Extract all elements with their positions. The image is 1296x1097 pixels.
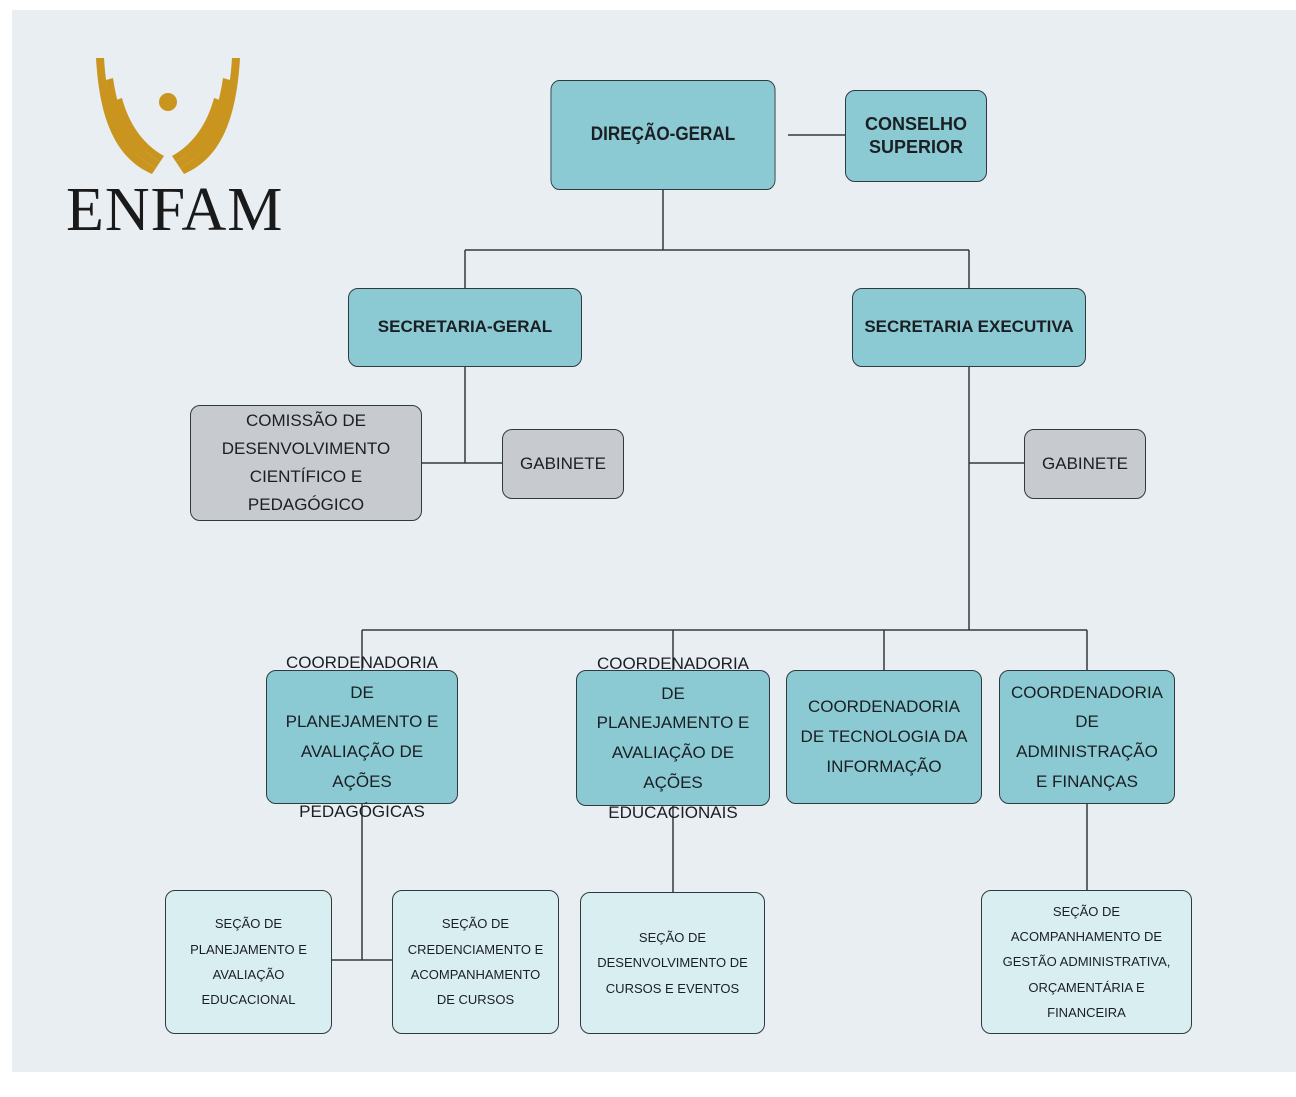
node-label-line: CONSELHO [864, 113, 967, 134]
node-label-line: SEÇÃO DE [1052, 903, 1121, 919]
node-label-line: COORDENADORIA [1010, 682, 1164, 702]
node-coord-tecnologia: COORDENADORIA DE TECNOLOGIA DA INFORMAÇÃ… [786, 670, 982, 804]
node-label-line: DESENVOLVIMENTO [221, 438, 391, 458]
node-secao-desenvolvimento: SEÇÃO DE DESENVOLVIMENTO DE CURSOS E EVE… [580, 892, 765, 1034]
node-label-line: COORDENADORIA [807, 697, 961, 717]
node-label-line: AVALIAÇÃO [212, 967, 285, 982]
node-coord-administracao: COORDENADORIA DE ADMINISTRAÇÃO E FINANÇA… [999, 670, 1175, 804]
node-label-line: DE ADMINISTRAÇÃO [1016, 712, 1158, 761]
node-label-line: DE TECNOLOGIA DA [800, 727, 968, 747]
node-label-line: COORDENADORIA DE [285, 652, 439, 702]
node-secretaria-executiva: SECRETARIA EXECUTIVA [852, 288, 1086, 367]
node-label-line: CIENTÍFICO E PEDAGÓGICO [247, 467, 365, 515]
node-label-line: PEDAGÓGICAS [299, 801, 425, 821]
node-label-line: AVALIAÇÃO DE AÇÕES [611, 743, 735, 792]
node-label-line: EDUCACIONAL [201, 992, 296, 1008]
node-label: GABINETE [520, 453, 606, 473]
node-label-line: PLANEJAMENTO E [285, 712, 439, 732]
node-conselho-superior: CONSELHO SUPERIOR [845, 90, 987, 182]
node-label-line: AVALIAÇÃO DE AÇÕES [300, 742, 424, 791]
node-label: SECRETARIA-GERAL [377, 317, 553, 337]
node-coord-educacionais: COORDENADORIA DE PLANEJAMENTO E AVALIAÇÃ… [576, 654, 770, 822]
node-label-line: GESTÃO ADMINISTRATIVA, [1002, 954, 1171, 970]
node-label-line: SUPERIOR [868, 137, 963, 157]
node-label: SECRETARIA EXECUTIVA [864, 317, 1074, 337]
node-label: GABINETE [1042, 453, 1128, 473]
node-label-line: DESENVOLVIMENTO DE [597, 955, 748, 971]
node-label-line: SEÇÃO DE [638, 929, 707, 945]
enfam-logo-icon [96, 58, 240, 174]
node-label-line: PLANEJAMENTO E [190, 941, 307, 957]
node-label-line: PLANEJAMENTO E [596, 713, 750, 733]
node-label: DIREÇÃO-GERAL [590, 123, 736, 145]
node-label-line: CREDENCIAMENTO E [407, 941, 544, 957]
node-label-line: SEÇÃO DE [214, 916, 283, 932]
node-label-line: COMISSÃO DE [246, 410, 366, 430]
node-gabinete-secretaria-geral: GABINETE [502, 429, 624, 499]
node-secao-gestao: SEÇÃO DE ACOMPANHAMENTO DE GESTÃO ADMINI… [981, 890, 1192, 1034]
node-coord-pedagogicas: COORDENADORIA DE PLANEJAMENTO E AVALIAÇÃ… [266, 653, 458, 821]
node-label-line: EDUCACIONAIS [608, 802, 738, 822]
node-label-line: SEÇÃO DE [441, 916, 510, 932]
node-label-line: COORDENADORIA DE [596, 653, 750, 703]
node-label-line: ORÇAMENTÁRIA E FINANCEIRA [1028, 979, 1145, 1021]
node-secao-credenciamento: SEÇÃO DE CREDENCIAMENTO E ACOMPANHAMENTO… [392, 890, 559, 1034]
node-secao-planejamento: SEÇÃO DE PLANEJAMENTO E AVALIAÇÃO EDUCAC… [165, 890, 332, 1034]
node-label-line: ACOMPANHAMENTO DE [1010, 928, 1163, 944]
node-secretaria-geral: SECRETARIA-GERAL [348, 288, 582, 367]
node-label-line: E FINANÇAS [1035, 771, 1139, 791]
node-label-line: DE CURSOS [436, 992, 515, 1008]
node-comissao: COMISSÃO DE DESENVOLVIMENTO CIENTÍFICO E… [190, 405, 422, 521]
logo-wordmark: ENFAM [66, 176, 284, 244]
node-direcao-geral: DIREÇÃO-GERAL [550, 80, 776, 190]
node-label-line: CURSOS E EVENTOS [605, 980, 740, 996]
node-gabinete-secretaria-executiva: GABINETE [1024, 429, 1146, 499]
node-label-line: ACOMPANHAMENTO [410, 967, 541, 982]
node-label-line: INFORMAÇÃO [826, 756, 942, 776]
